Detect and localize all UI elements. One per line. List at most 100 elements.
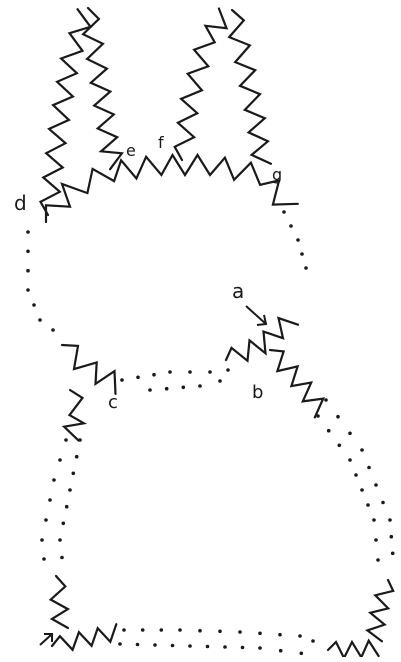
head-right-dots xyxy=(282,210,308,270)
outline-dot xyxy=(152,373,156,377)
outline-dot xyxy=(338,444,342,448)
bottom-right-zig xyxy=(367,580,393,641)
outline-dot xyxy=(171,644,175,648)
outline-dot xyxy=(118,642,122,646)
label-f: f xyxy=(158,133,164,152)
neck-dots-2 xyxy=(148,379,222,392)
outline-dot xyxy=(58,458,62,462)
dotted-outline xyxy=(26,210,394,655)
label-g: g xyxy=(272,165,282,184)
bottom-left-base xyxy=(52,624,116,650)
outline-dot xyxy=(223,645,227,649)
outline-dot xyxy=(188,370,192,374)
outline-dot xyxy=(206,645,210,649)
outline-dot xyxy=(65,505,69,509)
label-e: e xyxy=(126,141,136,160)
outline-dot xyxy=(26,288,30,292)
outline-dot xyxy=(165,387,169,391)
right-body-zig xyxy=(270,350,323,417)
outline-dot xyxy=(348,432,352,436)
outline-dot xyxy=(122,628,126,632)
bottom-dots xyxy=(122,628,315,643)
outline-dot xyxy=(372,518,376,522)
outline-dot xyxy=(300,252,304,256)
left-ear-inner xyxy=(83,8,122,169)
outline-dot xyxy=(218,630,222,634)
outline-dot xyxy=(376,558,380,562)
label-d: d xyxy=(14,191,27,215)
body-left-dots xyxy=(40,438,68,561)
outline-dot xyxy=(367,466,371,470)
outline-dot xyxy=(40,538,44,542)
outline-dot xyxy=(360,448,364,452)
outline-dot xyxy=(120,378,124,382)
right-ear-inner xyxy=(175,9,227,161)
outline-dot xyxy=(304,266,308,270)
outline-dot xyxy=(178,628,182,632)
outline-dot xyxy=(60,556,64,560)
head-left-dots xyxy=(26,230,55,332)
outline-dot xyxy=(258,646,262,650)
outline-dot xyxy=(298,634,302,638)
outline-dot xyxy=(72,472,76,476)
outline-dot xyxy=(324,398,328,402)
outline-dot xyxy=(238,630,242,634)
outline-dot xyxy=(218,379,222,383)
bottom-dots-2 xyxy=(118,642,303,655)
outline-dot xyxy=(75,455,79,459)
outline-dot xyxy=(289,224,293,228)
body-right-dots xyxy=(316,414,380,562)
label-b: b xyxy=(252,382,263,403)
outline-dot xyxy=(160,628,164,632)
outline-dot xyxy=(208,370,212,374)
body-left-dots-2 xyxy=(58,438,82,559)
neck-dots xyxy=(120,368,230,382)
outline-dot xyxy=(148,388,152,392)
head-crown xyxy=(46,155,298,222)
outline-dot xyxy=(38,318,42,322)
outline-dot xyxy=(354,473,358,477)
outline-dot xyxy=(64,438,68,442)
outline-dot xyxy=(391,552,395,556)
outline-dot xyxy=(258,632,262,636)
outline-dot xyxy=(78,438,82,442)
outline-dot xyxy=(388,518,392,522)
body-right-dots-2 xyxy=(324,398,394,555)
outline-dot xyxy=(390,535,394,539)
zigzag-strokes xyxy=(41,8,394,657)
outline-dot xyxy=(282,210,286,214)
outline-dot xyxy=(136,376,140,380)
label-c: c xyxy=(108,392,118,413)
outline-dot xyxy=(153,643,157,647)
outline-dot xyxy=(44,518,48,522)
outline-dot xyxy=(52,478,56,482)
outline-dot xyxy=(198,629,202,633)
outline-dot xyxy=(374,538,378,542)
outline-dot xyxy=(311,639,315,643)
outline-dot xyxy=(48,498,52,502)
outline-dot xyxy=(68,488,72,492)
outline-dot xyxy=(241,646,245,650)
label-a: a xyxy=(232,279,244,303)
outline-dot xyxy=(188,644,192,648)
outline-dot xyxy=(136,643,140,647)
right-ear-outer xyxy=(229,10,271,164)
outline-dot xyxy=(366,503,370,507)
left-neck-zig xyxy=(62,345,116,394)
outline-dot xyxy=(300,652,304,656)
outline-dot xyxy=(278,633,282,637)
outline-dot xyxy=(279,649,283,653)
outline-dot xyxy=(182,386,186,390)
outline-dot xyxy=(58,538,62,542)
outline-dot xyxy=(348,458,352,462)
arrow-a xyxy=(246,306,266,325)
outline-dot xyxy=(198,384,202,388)
bottom-left-zig xyxy=(51,576,68,628)
outline-dot xyxy=(381,501,385,505)
outline-dot xyxy=(226,368,230,372)
outline-dot xyxy=(336,415,340,419)
outline-dot xyxy=(62,522,66,526)
outline-dot xyxy=(296,238,300,242)
